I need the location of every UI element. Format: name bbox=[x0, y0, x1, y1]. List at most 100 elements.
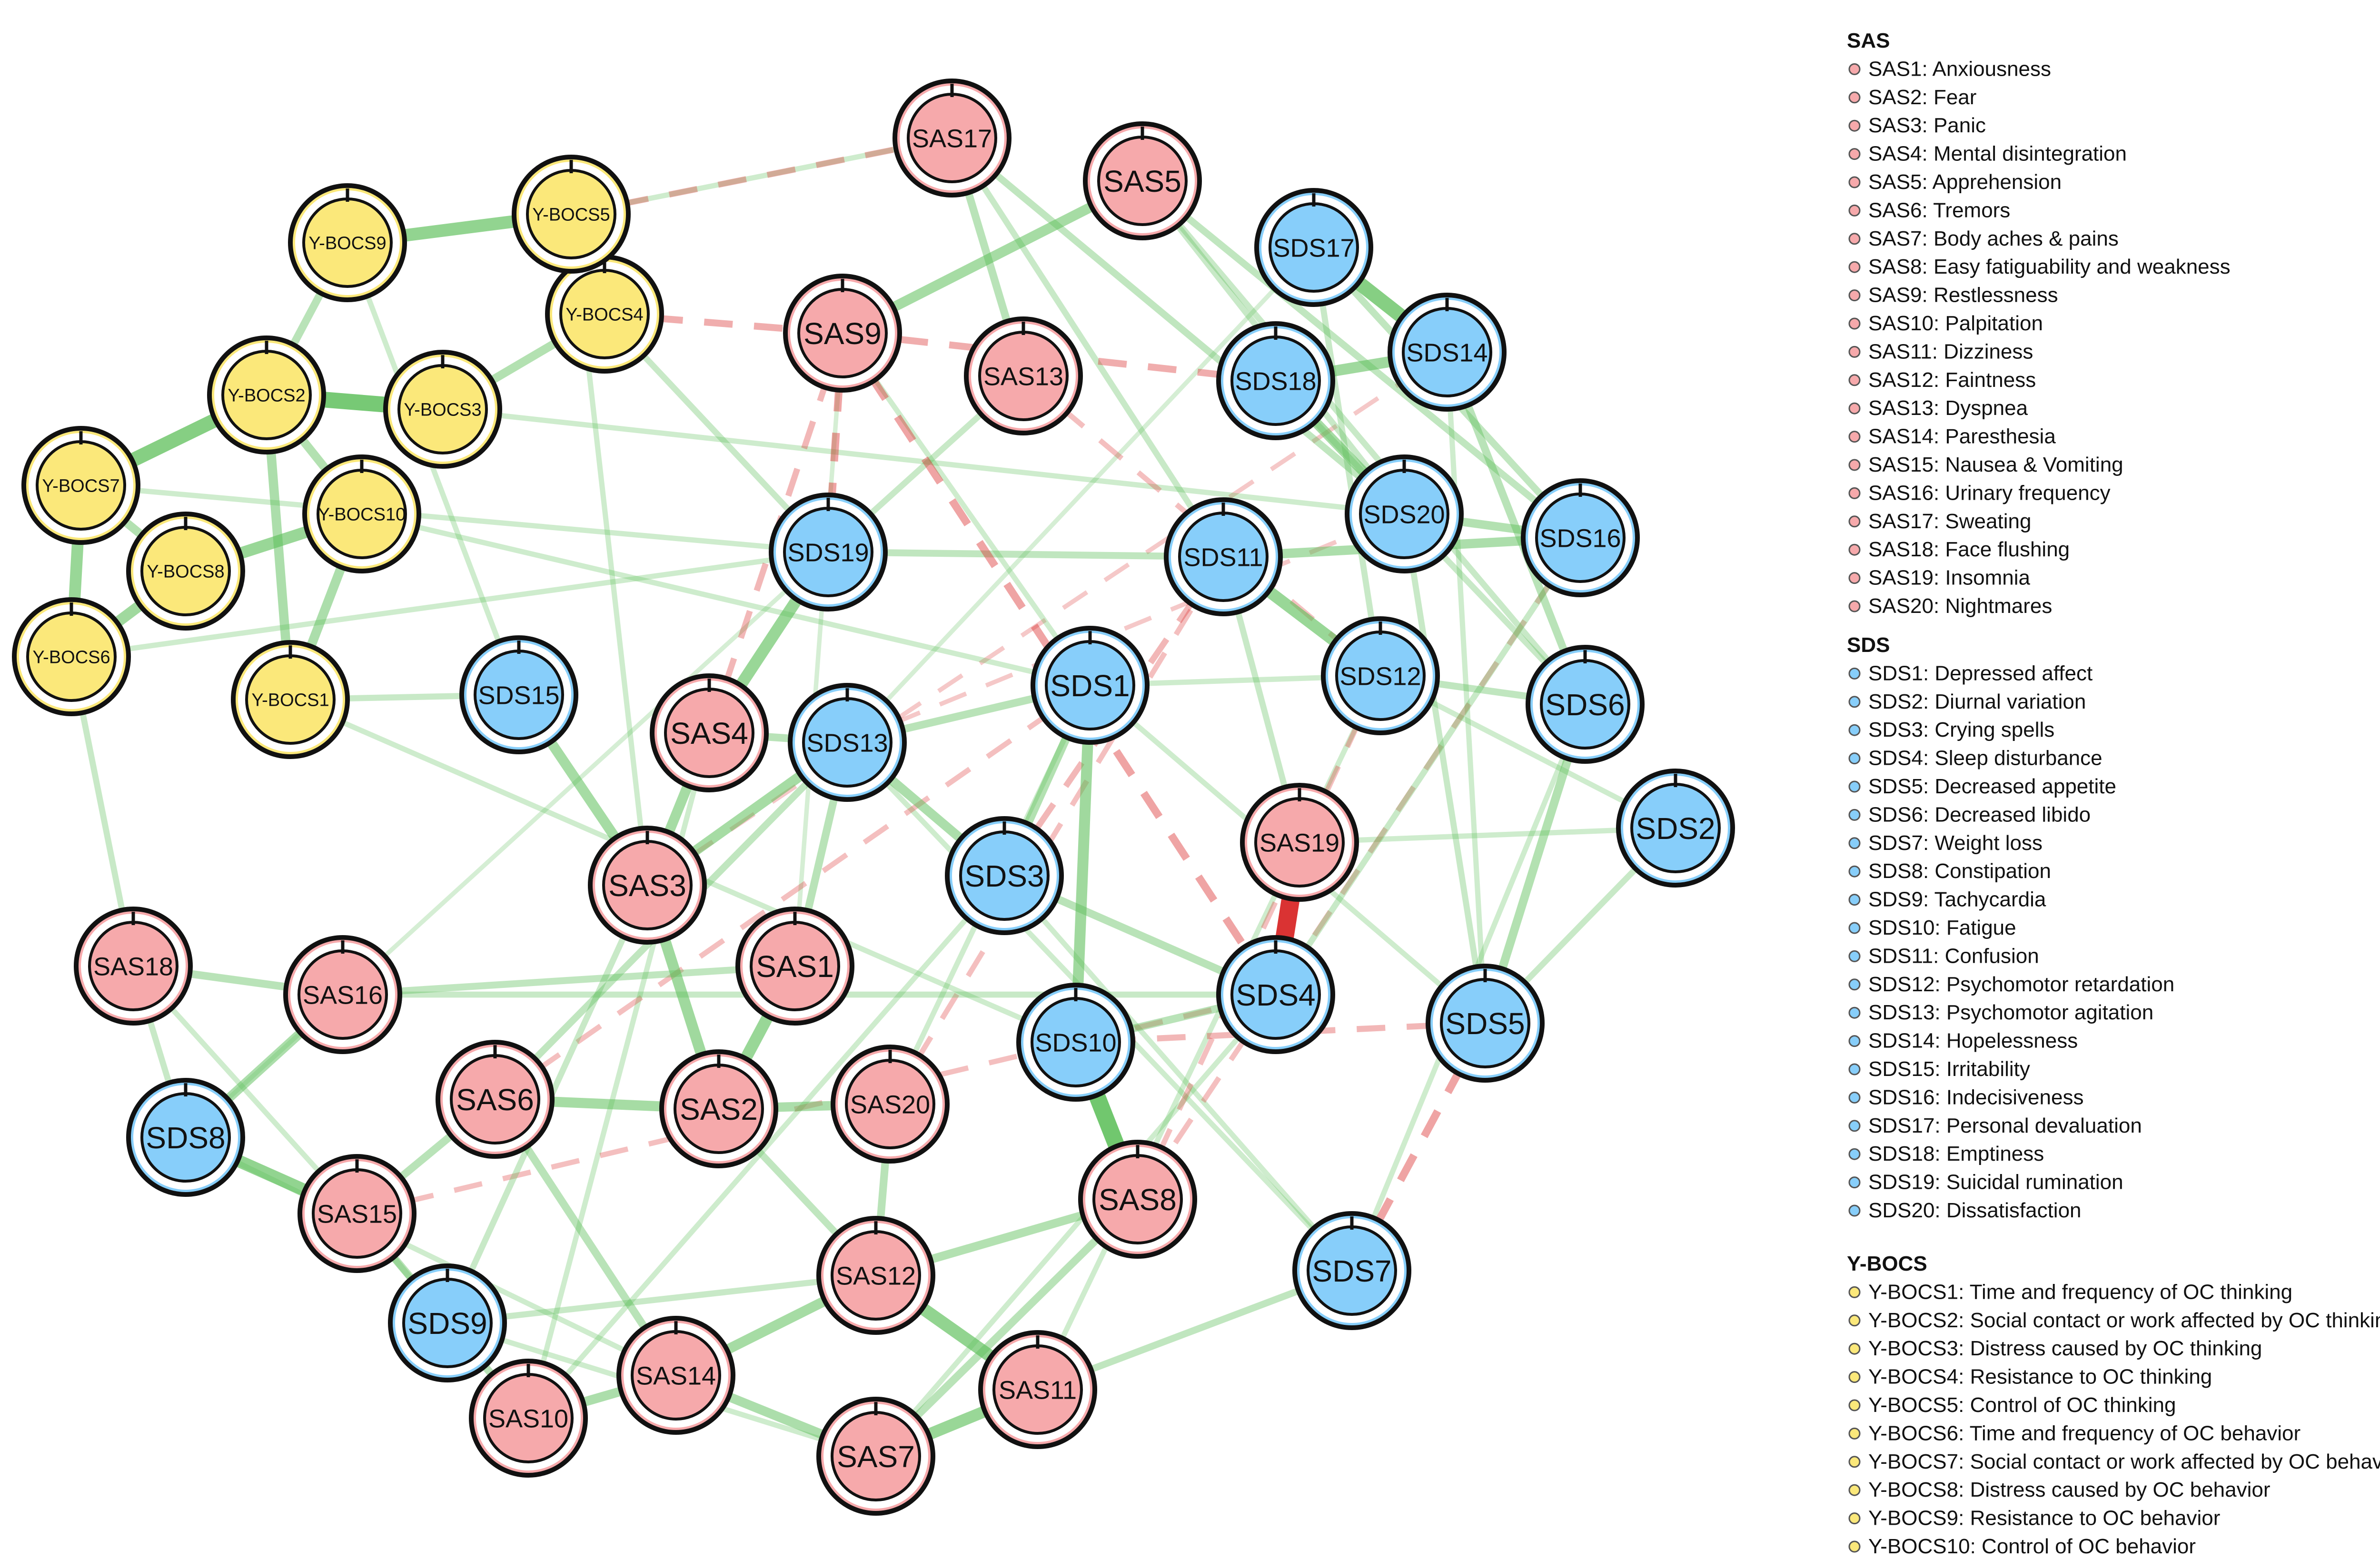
node-y-bocs3[interactable]: Y-BOCS3 bbox=[383, 350, 502, 469]
node-sas19[interactable]: SAS19 bbox=[1240, 783, 1359, 902]
edge-sas16-sas1 bbox=[342, 962, 795, 998]
legend-title: Y-BOCS bbox=[1847, 1252, 1927, 1275]
node-sas15[interactable]: SAS15 bbox=[298, 1154, 416, 1273]
legend-title: SAS bbox=[1847, 29, 1890, 52]
node-sas16[interactable]: SAS16 bbox=[283, 935, 402, 1054]
node-sds15[interactable]: SDS15 bbox=[459, 635, 578, 754]
edge-sas3-sds14 bbox=[646, 350, 1448, 887]
node-sds1[interactable]: SDS1 bbox=[1031, 626, 1150, 745]
node-label: SDS20 bbox=[1363, 500, 1445, 529]
legend-title: SDS bbox=[1847, 633, 1890, 657]
legend-item: Y-BOCS5: Control of OC thinking bbox=[1868, 1393, 2176, 1417]
node-sds18[interactable]: SDS18 bbox=[1216, 321, 1335, 440]
node-sas3[interactable]: SAS3 bbox=[588, 826, 707, 945]
legend-item: SAS3: Panic bbox=[1868, 114, 1986, 137]
legend-item: SAS1: Anxiousness bbox=[1868, 57, 2051, 80]
node-label: SDS3 bbox=[964, 859, 1044, 893]
edge-y-bocs3-sds20 bbox=[442, 406, 1405, 517]
legend-group-ybocs: Y-BOCS Y-BOCS1: Time and frequency of OC … bbox=[1847, 1252, 2380, 1558]
node-label: Y-BOCS8 bbox=[147, 562, 224, 582]
node-sas13[interactable]: SAS13 bbox=[964, 316, 1083, 435]
legend-item: Y-BOCS7: Social contact or work affected… bbox=[1868, 1450, 2380, 1473]
legend-item: SDS2: Diurnal variation bbox=[1868, 690, 2086, 713]
node-sds19[interactable]: SDS19 bbox=[769, 493, 888, 612]
node-y-bocs5[interactable]: Y-BOCS5 bbox=[512, 155, 631, 274]
legend-item: Y-BOCS10: Control of OC behavior bbox=[1868, 1535, 2196, 1558]
node-sds17[interactable]: SDS17 bbox=[1254, 188, 1373, 307]
legend-marker bbox=[1848, 1484, 1861, 1496]
node-sas5[interactable]: SAS5 bbox=[1083, 121, 1202, 240]
legend-marker bbox=[1848, 1399, 1861, 1411]
node-sas6[interactable]: SAS6 bbox=[436, 1040, 555, 1159]
node-sds6[interactable]: SDS6 bbox=[1526, 645, 1645, 764]
node-y-bocs8[interactable]: Y-BOCS8 bbox=[126, 512, 245, 631]
edge-sds14-sds6 bbox=[1443, 351, 1589, 706]
legend-marker bbox=[1848, 233, 1861, 245]
legend-item: SDS12: Psychomotor retardation bbox=[1868, 973, 2174, 996]
edge-sds1-sds10 bbox=[1070, 685, 1096, 1043]
node-y-bocs10[interactable]: Y-BOCS10 bbox=[302, 454, 421, 573]
legend-marker bbox=[1848, 459, 1861, 471]
node-sds3[interactable]: SDS3 bbox=[945, 816, 1064, 935]
node-y-bocs2[interactable]: Y-BOCS2 bbox=[207, 335, 326, 454]
edge-sas9-sds19 bbox=[824, 333, 847, 553]
node-label: SDS9 bbox=[407, 1306, 487, 1341]
node-sds5[interactable]: SDS5 bbox=[1426, 964, 1545, 1083]
node-sas8[interactable]: SAS8 bbox=[1078, 1140, 1197, 1259]
legend-marker bbox=[1848, 543, 1861, 556]
legend-marker bbox=[1848, 204, 1861, 217]
node-sds16[interactable]: SDS16 bbox=[1521, 478, 1640, 597]
legend-marker bbox=[1848, 894, 1861, 906]
node-sas18[interactable]: SAS18 bbox=[74, 907, 193, 1026]
node-sds13[interactable]: SDS13 bbox=[788, 683, 907, 802]
legend-item: SAS17: Sweating bbox=[1868, 510, 2031, 533]
edge-sds17-sds13 bbox=[845, 246, 1316, 744]
legend-marker bbox=[1848, 119, 1861, 132]
node-sds11[interactable]: SDS11 bbox=[1164, 497, 1283, 616]
node-sas20[interactable]: SAS20 bbox=[831, 1045, 950, 1164]
node-y-bocs4[interactable]: Y-BOCS4 bbox=[545, 255, 664, 374]
legend-item: SDS16: Indecisiveness bbox=[1868, 1085, 2083, 1109]
edge-sds16-sas8 bbox=[1135, 536, 1583, 1201]
legend-marker bbox=[1848, 402, 1861, 414]
node-sas4[interactable]: SAS4 bbox=[650, 673, 769, 792]
node-sas2[interactable]: SAS2 bbox=[659, 1049, 778, 1168]
node-sds8[interactable]: SDS8 bbox=[126, 1078, 245, 1197]
node-sds12[interactable]: SDS12 bbox=[1321, 616, 1440, 735]
edge-sas20-sds11 bbox=[888, 555, 1226, 1105]
edge-sds7-sds3 bbox=[1002, 874, 1354, 1273]
legend-item: Y-BOCS6: Time and frequency of OC behavi… bbox=[1868, 1421, 2301, 1445]
node-sds20[interactable]: SDS20 bbox=[1345, 454, 1464, 573]
legend-item: SDS18: Emptiness bbox=[1868, 1142, 2044, 1165]
node-sas12[interactable]: SAS12 bbox=[816, 1216, 935, 1335]
legend-item: Y-BOCS1: Time and frequency of OC thinki… bbox=[1868, 1280, 2292, 1303]
node-sds4[interactable]: SDS4 bbox=[1216, 935, 1335, 1054]
legend-marker bbox=[1848, 600, 1861, 612]
node-sas7[interactable]: SAS7 bbox=[816, 1397, 935, 1516]
node-sds14[interactable]: SDS14 bbox=[1388, 293, 1507, 412]
node-label: Y-BOCS1 bbox=[251, 691, 329, 710]
node-sas9[interactable]: SAS9 bbox=[783, 274, 902, 393]
legend-item: SAS2: Fear bbox=[1868, 86, 1976, 109]
node-label: Y-BOCS6 bbox=[32, 648, 110, 668]
legend-marker bbox=[1848, 1063, 1861, 1076]
node-sas1[interactable]: SAS1 bbox=[735, 907, 854, 1026]
node-sas14[interactable]: SAS14 bbox=[616, 1316, 735, 1435]
node-sds9[interactable]: SDS9 bbox=[388, 1263, 507, 1382]
node-sas10[interactable]: SAS10 bbox=[469, 1359, 588, 1478]
legend-item: SAS13: Dyspnea bbox=[1868, 396, 2028, 420]
node-y-bocs6[interactable]: Y-BOCS6 bbox=[12, 597, 131, 716]
legend-item: SDS4: Sleep disturbance bbox=[1868, 747, 2102, 770]
node-label: SAS2 bbox=[680, 1092, 758, 1126]
node-sas11[interactable]: SAS11 bbox=[978, 1330, 1097, 1449]
node-y-bocs7[interactable]: Y-BOCS7 bbox=[21, 426, 140, 545]
node-label: SDS14 bbox=[1406, 338, 1488, 367]
node-sas17[interactable]: SAS17 bbox=[892, 79, 1012, 197]
node-y-bocs1[interactable]: Y-BOCS1 bbox=[231, 640, 350, 759]
node-sds2[interactable]: SDS2 bbox=[1616, 769, 1735, 888]
node-y-bocs9[interactable]: Y-BOCS9 bbox=[288, 183, 407, 302]
node-sds10[interactable]: SDS10 bbox=[1016, 983, 1135, 1102]
legend-marker bbox=[1848, 1371, 1861, 1383]
node-label: Y-BOCS2 bbox=[228, 386, 305, 406]
node-sds7[interactable]: SDS7 bbox=[1292, 1211, 1411, 1330]
